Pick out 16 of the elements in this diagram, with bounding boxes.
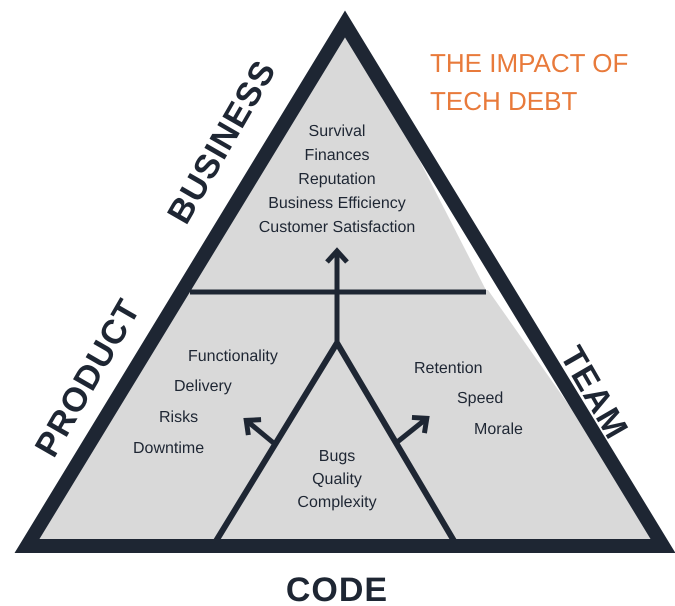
impact-item-text: Delivery — [174, 378, 232, 396]
impact-item-text: Speed — [457, 390, 504, 408]
impact-item-text: Bugs — [318, 448, 356, 466]
impact-item-text: Retention — [414, 360, 482, 378]
impact-item-text: Quality — [312, 471, 362, 489]
title-text: THE IMPACT OF TECH DEBT — [430, 47, 630, 118]
arrow — [324, 248, 350, 343]
impact-item-text: Reputation — [298, 171, 376, 189]
arrow — [394, 414, 430, 445]
impact-item-text: Morale — [474, 421, 523, 439]
impact-item-text: Finances — [304, 147, 370, 165]
side-label: CODE — [286, 572, 388, 606]
impact-item-text: Survival — [308, 123, 366, 141]
impact-item-text: Functionality — [188, 348, 278, 366]
impact-item-text: Complexity — [297, 494, 377, 512]
impact-item-text: Risks — [159, 409, 198, 427]
